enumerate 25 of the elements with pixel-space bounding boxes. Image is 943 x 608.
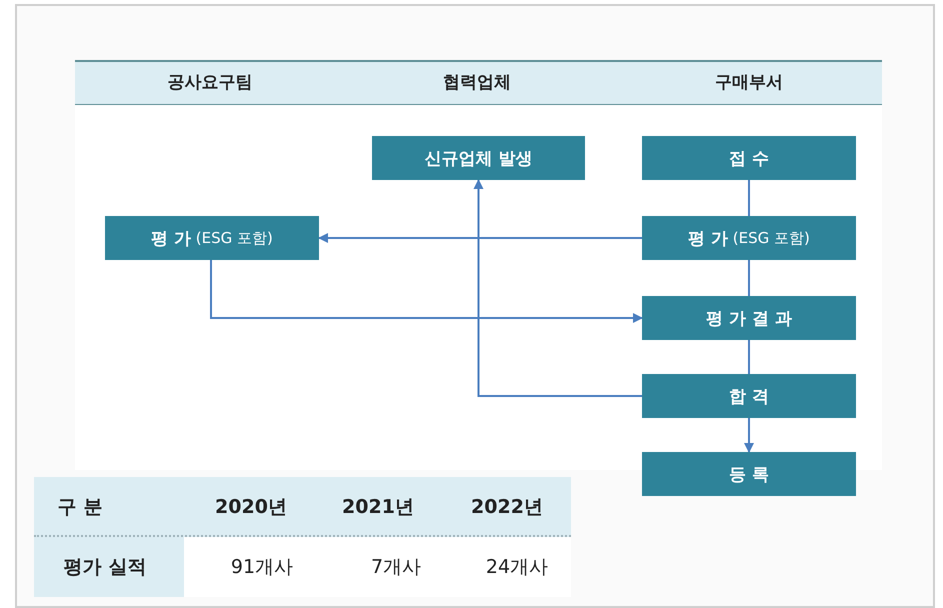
arrow <box>210 260 643 323</box>
connector-line <box>748 340 750 374</box>
arrow <box>318 233 642 243</box>
table-header: 2022년 <box>471 495 543 520</box>
column-header: 공사요구팀 <box>168 72 252 94</box>
arrow <box>474 179 642 397</box>
process-box: 신규업체 발생 <box>372 136 585 180</box>
process-box: 등 록 <box>642 452 856 496</box>
table-cell-text: 91개사 <box>230 555 294 580</box>
column-header: 협력업체 <box>443 72 511 94</box>
process-box: 합 격 <box>642 374 856 418</box>
process-box: 평 가 결 과 <box>642 296 856 340</box>
table-header: 2021년 <box>342 495 414 520</box>
table-cell-text: 24개사 <box>486 555 548 580</box>
connector-line <box>748 260 750 296</box>
table-header: 2020년 <box>215 495 287 520</box>
table-header: 구 분 <box>58 495 102 520</box>
table-cell-text: 7개사 <box>370 555 422 580</box>
process-box: 평 가 (ESG 포함) <box>642 216 856 260</box>
column-header: 구매부서 <box>715 72 783 94</box>
table-header: 평가 실적 <box>64 555 146 580</box>
connector-line <box>748 180 750 216</box>
arrow <box>744 418 754 453</box>
process-box: 접 수 <box>642 136 856 180</box>
process-box: 평 가 (ESG 포함) <box>105 216 319 260</box>
